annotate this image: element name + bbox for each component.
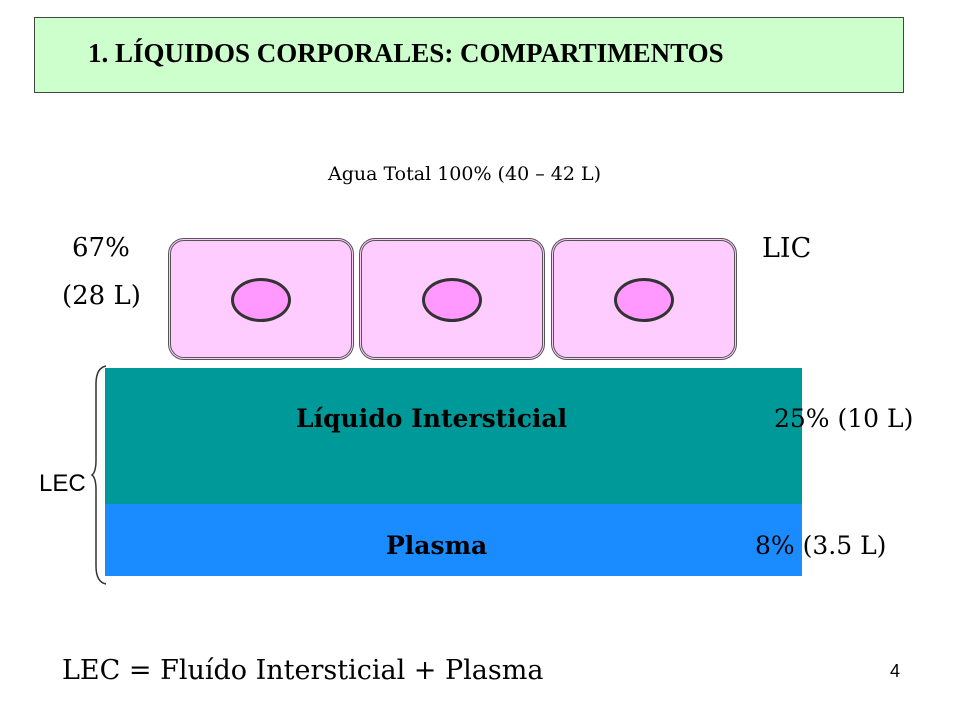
- slide-number: 4: [890, 661, 901, 681]
- cell-2: [359, 238, 545, 360]
- plasma-compartment: [105, 504, 802, 576]
- lic-volume: (28 L): [62, 281, 141, 311]
- nucleus-2: [422, 278, 482, 322]
- lec-formula: LEC = Fluído Intersticial + Plasma: [62, 655, 544, 686]
- lec-brace: [90, 365, 107, 585]
- lic-label: LIC: [762, 233, 812, 264]
- intersticial-compartment: [105, 368, 802, 504]
- nucleus-1: [231, 278, 291, 322]
- agua-total-label: Agua Total 100% (40 – 42 L): [328, 163, 601, 185]
- title-box: 1. LÍQUIDOS CORPORALES: COMPARTIMENTOS: [34, 17, 904, 93]
- lec-label: LEC: [39, 470, 86, 497]
- plasma-label: Plasma: [386, 531, 488, 560]
- plasma-percent: 8% (3.5 L): [755, 531, 887, 560]
- lic-percent: 67%: [72, 233, 130, 263]
- cell-3: [551, 238, 737, 360]
- nucleus-3: [614, 278, 674, 322]
- intersticial-percent: 25% (10 L): [774, 404, 914, 433]
- slide-title: 1. LÍQUIDOS CORPORALES: COMPARTIMENTOS: [88, 38, 724, 68]
- intersticial-label: Líquido Intersticial: [296, 404, 568, 433]
- cell-1: [168, 238, 354, 360]
